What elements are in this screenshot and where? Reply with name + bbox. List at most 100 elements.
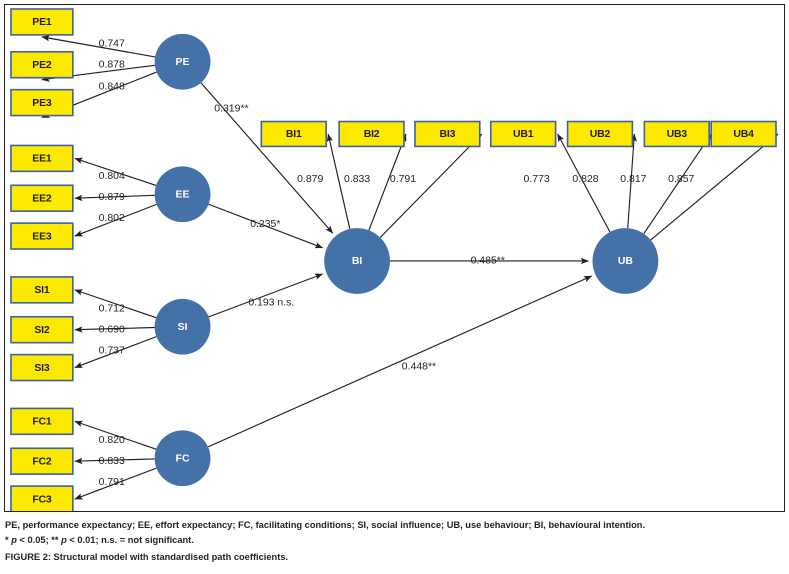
construct-circle-fc[interactable] <box>154 430 211 487</box>
caption-sig-p2: p <box>61 535 67 546</box>
construct-circle-si[interactable] <box>154 298 211 355</box>
indicator-box-si2[interactable] <box>10 315 74 344</box>
indicator-label-fc3: FC3 <box>32 494 52 505</box>
indicator-box-pe1[interactable] <box>10 8 74 36</box>
indicator-label-ub2: UB2 <box>590 129 611 140</box>
loading-label-ee3: 0.802 <box>99 213 125 224</box>
loading-edge-ub1 <box>557 133 611 233</box>
indicator-pe1[interactable]: PE1 <box>10 8 74 36</box>
indicator-ee3[interactable]: EE3 <box>10 222 74 250</box>
indicator-label-si3: SI3 <box>34 363 49 374</box>
construct-ub[interactable]: UB <box>592 228 659 294</box>
construct-circle-ee[interactable] <box>154 166 211 223</box>
indicator-pe3[interactable]: PE3 <box>10 88 74 117</box>
figure-caption: PE, performance expectancy; EE, effort e… <box>5 518 784 565</box>
indicator-label-pe3: PE3 <box>32 98 52 109</box>
caption-significance: * p < 0.05; ** p < 0.01; n.s. = not sign… <box>5 533 784 548</box>
loading-label-ub1: 0.773 <box>524 174 550 185</box>
indicator-si1[interactable]: SI1 <box>10 276 74 304</box>
loading-label-si2: 0.690 <box>99 324 125 335</box>
indicator-ub1[interactable]: UB1 <box>489 120 557 148</box>
path-coefficient-fc-ub: 0.448** <box>402 361 436 372</box>
loading-edge-fc3 <box>74 467 157 500</box>
construct-si[interactable]: SI <box>154 298 211 355</box>
indicator-ub2[interactable]: UB2 <box>566 120 634 148</box>
loading-label-bi2: 0.833 <box>344 174 370 185</box>
indicator-ub3[interactable]: UB3 <box>643 120 710 148</box>
indicator-bi2[interactable]: BI2 <box>338 120 405 148</box>
loading-edge-fc1 <box>74 420 157 450</box>
loading-edge-ub4 <box>650 133 779 241</box>
indicator-box-si1[interactable] <box>10 276 74 304</box>
indicator-fc2[interactable]: FC2 <box>10 447 74 475</box>
loading-label-pe3: 0.848 <box>99 81 125 92</box>
construct-label-ub: UB <box>618 256 634 267</box>
indicator-ee2[interactable]: EE2 <box>10 184 74 212</box>
indicator-label-pe1: PE1 <box>32 17 52 28</box>
indicator-bi3[interactable]: BI3 <box>414 120 481 148</box>
indicator-label-ee1: EE1 <box>32 154 52 165</box>
indicator-box-ub3[interactable] <box>643 120 710 148</box>
indicator-label-si1: SI1 <box>34 285 49 296</box>
loading-edge-ee2 <box>74 194 155 202</box>
loading-edge-ub2 <box>627 133 638 229</box>
caption-abbreviations: PE, performance expectancy; EE, effort e… <box>5 520 646 530</box>
loading-label-bi3: 0.791 <box>390 174 416 185</box>
loading-edge-pe1 <box>41 35 156 58</box>
indicator-ee1[interactable]: EE1 <box>10 144 74 173</box>
construct-fc[interactable]: FC <box>154 430 211 487</box>
loading-label-ub3: 0.817 <box>620 174 646 185</box>
indicator-box-ee2[interactable] <box>10 184 74 212</box>
loading-label-fc1: 0.820 <box>99 435 125 446</box>
indicator-label-ee3: EE3 <box>32 231 52 242</box>
indicator-box-bi2[interactable] <box>338 120 405 148</box>
indicator-box-bi3[interactable] <box>414 120 481 148</box>
indicator-box-fc1[interactable] <box>10 407 74 436</box>
indicator-box-bi1[interactable] <box>260 120 327 148</box>
loading-label-ub4: 0.857 <box>668 174 694 185</box>
indicator-fc1[interactable]: FC1 <box>10 407 74 436</box>
indicator-label-fc2: FC2 <box>32 456 52 467</box>
indicator-box-fc2[interactable] <box>10 447 74 475</box>
indicator-box-pe2[interactable] <box>10 51 74 79</box>
path-coefficient-pe-bi: 0.319** <box>214 103 248 114</box>
indicator-box-ub1[interactable] <box>489 120 557 148</box>
indicator-bi1[interactable]: BI1 <box>260 120 327 148</box>
indicator-label-fc1: FC1 <box>32 417 52 428</box>
indicator-label-ub1: UB1 <box>513 129 534 140</box>
loading-label-si3: 0.737 <box>99 345 125 356</box>
construct-circle-pe[interactable] <box>154 33 211 90</box>
construct-ee[interactable]: EE <box>154 166 211 223</box>
indicator-box-ee3[interactable] <box>10 222 74 250</box>
construct-label-pe: PE <box>176 57 190 68</box>
loading-label-pe1: 0.747 <box>99 39 125 50</box>
indicator-ub4[interactable]: UB4 <box>710 120 777 148</box>
construct-circle-bi[interactable] <box>324 228 391 294</box>
indicator-box-ub4[interactable] <box>710 120 777 148</box>
indicator-si3[interactable]: SI3 <box>10 353 74 382</box>
indicator-pe2[interactable]: PE2 <box>10 51 74 79</box>
loading-label-fc3: 0.791 <box>99 477 125 488</box>
construct-pe[interactable]: PE <box>154 33 211 90</box>
indicator-box-ub2[interactable] <box>566 120 634 148</box>
construct-circle-ub[interactable] <box>592 228 659 294</box>
indicator-label-ub4: UB4 <box>733 129 754 140</box>
indicator-si2[interactable]: SI2 <box>10 315 74 344</box>
indicator-label-bi3: BI3 <box>440 129 456 140</box>
edges-layer <box>41 35 779 500</box>
path-edge-si-to-bi <box>208 273 323 318</box>
indicator-box-si3[interactable] <box>10 353 74 382</box>
loading-label-ub2: 0.828 <box>572 174 598 185</box>
indicator-box-ee1[interactable] <box>10 144 74 173</box>
construct-label-si: SI <box>178 322 188 333</box>
indicator-box-pe3[interactable] <box>10 88 74 117</box>
path-edge-pe-to-bi <box>200 82 334 234</box>
indicator-label-ub3: UB3 <box>667 129 688 140</box>
indicator-box-fc3[interactable] <box>10 485 74 511</box>
indicator-fc3[interactable]: FC3 <box>10 485 74 511</box>
path-coefficient-ee-bi: 0.235* <box>250 219 280 230</box>
construct-bi[interactable]: BI <box>324 228 391 294</box>
caption-sig-text1: < 0.05; ** <box>16 535 62 546</box>
path-coefficient-si-bi: 0.193 n.s. <box>248 298 294 309</box>
path-coefficient-bi-ub: 0.485** <box>471 256 505 267</box>
